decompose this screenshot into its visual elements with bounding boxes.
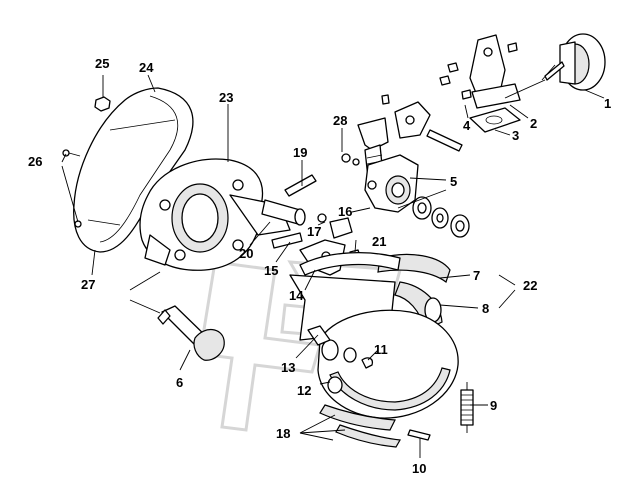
- callout-22: 22: [523, 278, 537, 293]
- clevis: [381, 94, 463, 152]
- anchor-pin: [261, 199, 306, 226]
- callout-23: 23: [219, 90, 233, 105]
- callout-28: 28: [333, 113, 347, 128]
- callout-17: 17: [307, 224, 321, 239]
- callout-labels: 1 2 3 4 5 6 7 8 9 10 11 12 13 14 15 16 1…: [28, 56, 611, 476]
- callout-27: 27: [81, 277, 95, 292]
- callout-19: 19: [293, 145, 307, 160]
- washers: [412, 196, 470, 238]
- callout-8: 8: [482, 301, 489, 316]
- callout-21: 21: [372, 234, 386, 249]
- callout-26: 26: [28, 154, 42, 169]
- brake-chamber: [504, 33, 606, 99]
- callout-7: 7: [473, 268, 480, 283]
- callout-13: 13: [281, 360, 295, 375]
- callout-25: 25: [95, 56, 109, 71]
- callout-9: 9: [490, 398, 497, 413]
- chamber-bracket: [439, 34, 521, 109]
- adjuster-arm: [341, 117, 389, 179]
- callout-12: 12: [297, 383, 311, 398]
- callout-15: 15: [264, 263, 278, 278]
- callout-20: 20: [239, 246, 253, 261]
- slack-adjuster: [364, 154, 419, 213]
- leader-lines: [61, 74, 605, 458]
- camshaft: [129, 271, 225, 361]
- callout-3: 3: [512, 128, 519, 143]
- callout-1: 1: [604, 96, 611, 111]
- callout-11: 11: [374, 342, 388, 357]
- callout-6: 6: [176, 375, 183, 390]
- washer-pin: [271, 213, 353, 249]
- callout-14: 14: [289, 288, 304, 303]
- shield-bolts: [62, 149, 82, 228]
- callout-4: 4: [463, 118, 471, 133]
- return-spring: [460, 382, 474, 433]
- dust-shield: [73, 87, 194, 253]
- lower-brake-shoe: [307, 309, 459, 419]
- pin: [284, 174, 317, 197]
- bottom-linings: [319, 404, 401, 448]
- nut: [94, 96, 111, 112]
- shoe-pin: [407, 429, 431, 441]
- callout-18: 18: [276, 426, 290, 441]
- gasket: [469, 107, 521, 133]
- callout-5: 5: [450, 174, 457, 189]
- callout-16: 16: [338, 204, 352, 219]
- callout-10: 10: [412, 461, 426, 476]
- callout-2: 2: [530, 116, 537, 131]
- callout-24: 24: [139, 60, 154, 75]
